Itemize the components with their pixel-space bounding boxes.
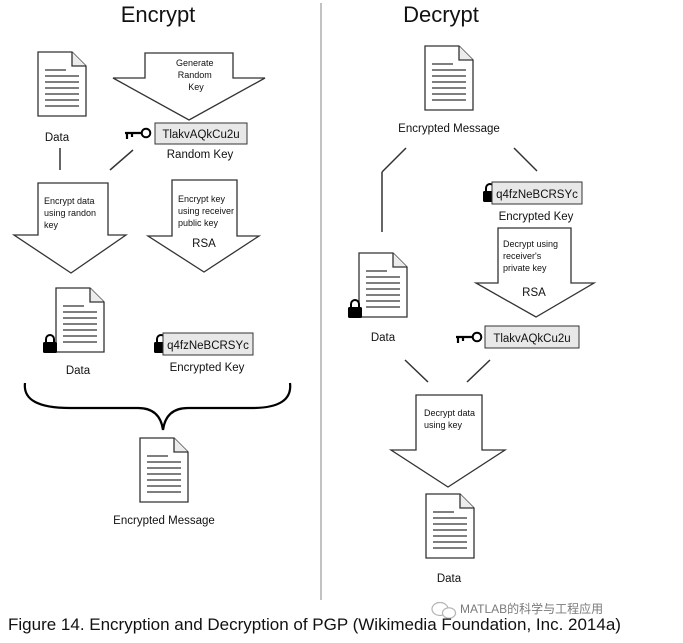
- generate-key-text: Generate Random Key: [176, 58, 216, 92]
- encrypted-key-box: [162, 332, 254, 356]
- encrypt-key-text: Encrypt key using receiver public key: [178, 194, 237, 228]
- locked-data-document-icon: [358, 252, 408, 318]
- decrypt-encrypted-key-label: Encrypted Key: [499, 211, 574, 223]
- encrypted-key-value: q4fzNeBCRSYc: [167, 340, 249, 352]
- decrypt-encrypted-key-box: [491, 181, 583, 205]
- decrypted-data-label: Data: [437, 573, 462, 585]
- locked-data-label: Data: [66, 365, 91, 377]
- encrypted-message-document-icon: [424, 45, 474, 111]
- decrypt-title: Decrypt: [403, 2, 479, 27]
- key-icon: [454, 331, 483, 345]
- encrypted-message-document-icon: [139, 437, 189, 503]
- decrypt-data-arrow: [388, 394, 508, 488]
- decrypt-data-text: Decrypt data using key: [424, 408, 478, 430]
- combine-brace: [23, 382, 292, 431]
- figure-caption: Figure 14. Encryption and Decryption of …: [8, 615, 621, 634]
- lock-icon: [42, 334, 58, 354]
- decrypt-encrypted-message-label: Encrypted Message: [398, 123, 500, 135]
- decrypt-encrypted-key-value: q4fzNeBCRSYc: [496, 189, 578, 201]
- connector: [513, 147, 538, 172]
- encrypt-data-text: Encrypt data using randon key: [44, 196, 99, 230]
- connector: [466, 359, 491, 383]
- key-icon: [123, 127, 152, 141]
- connector: [109, 149, 134, 171]
- watermark-text: MATLAB的科学与工程应用: [460, 601, 603, 616]
- decrypt-locked-data-label: Data: [371, 332, 396, 344]
- connector: [404, 359, 429, 383]
- random-key-box: [154, 122, 248, 145]
- decrypted-data-document-icon: [425, 493, 475, 559]
- random-key-label: Random Key: [167, 149, 234, 161]
- encrypt-key-arrow: [145, 179, 262, 273]
- random-key-value: TlakvAQkCu2u: [162, 129, 239, 141]
- encrypt-key-algo: RSA: [192, 238, 216, 250]
- data-document-icon: [37, 51, 87, 117]
- decrypt-random-key-value: TlakvAQkCu2u: [493, 333, 570, 345]
- wechat-icon: [431, 601, 457, 619]
- encrypt-title: Encrypt: [121, 2, 196, 27]
- encrypted-message-label: Encrypted Message: [113, 515, 215, 527]
- locked-data-document-icon: [55, 287, 105, 353]
- encrypt-data-arrow: [11, 182, 129, 274]
- decrypt-random-key-box: [484, 325, 580, 349]
- generate-key-arrow: [112, 52, 266, 121]
- decrypt-key-text: Decrypt using receiver's private key: [503, 239, 561, 273]
- decrypt-key-algo: RSA: [522, 287, 546, 299]
- data-label: Data: [45, 132, 70, 144]
- connector: [381, 147, 407, 173]
- decrypt-key-arrow: [473, 227, 597, 318]
- encrypted-key-label: Encrypted Key: [170, 362, 245, 374]
